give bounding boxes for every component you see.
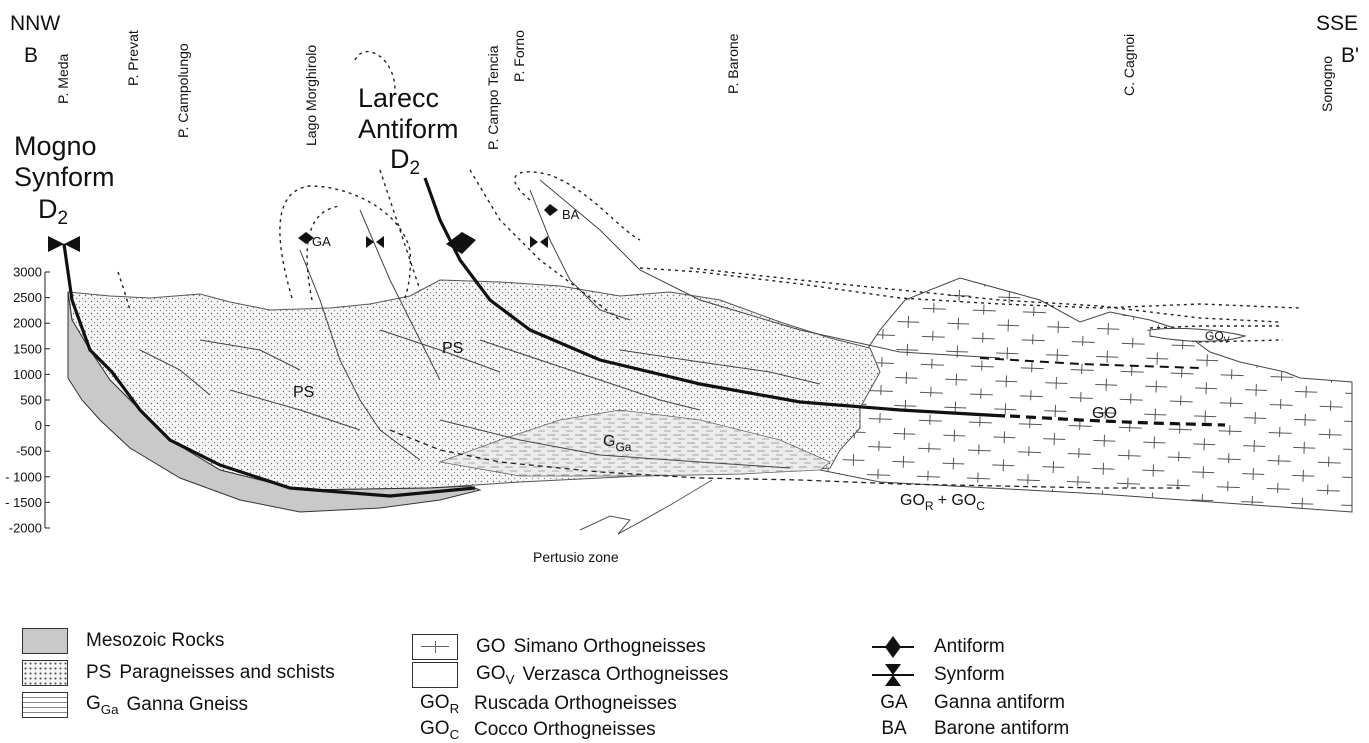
- ga-label: GA: [312, 234, 331, 249]
- mogno-synform-trace: [62, 243, 476, 498]
- synform-symbol-small-1: [366, 236, 384, 248]
- elevation-tick-label: - 1000: [5, 469, 42, 484]
- locality-label: P. Prevat: [125, 30, 141, 86]
- gga-legend-label: Ganna Gneiss: [126, 694, 248, 715]
- verzasca-lens: [1149, 327, 1247, 342]
- gov-swatch: [412, 662, 458, 688]
- elevation-tick-label: 2500: [13, 290, 42, 305]
- elevation-tick-label: 1500: [13, 341, 42, 356]
- ps-legend-code: PS: [86, 662, 112, 683]
- go-label: GO: [1092, 405, 1117, 422]
- ps-swatch: [22, 660, 68, 686]
- ps-label-left: PS: [293, 384, 314, 401]
- gga-legend-code: GGa: [86, 693, 119, 717]
- legend-gga: GGa Ganna Gneiss: [22, 692, 248, 718]
- ga-legend-label: Ganna antiform: [934, 692, 1065, 713]
- elevation-tick-label: 1000: [13, 367, 42, 382]
- gga-swatch: [22, 692, 68, 718]
- mesozoic-legend-label: Mesozoic Rocks: [86, 630, 225, 651]
- legend-synform: Synform: [870, 662, 1005, 688]
- locality-label: P. Campo Tencia: [485, 45, 501, 150]
- ps-label-center: PS: [442, 340, 463, 357]
- synform-symbol-icon: [870, 662, 916, 688]
- right-direction-label: SSE: [1316, 12, 1358, 35]
- mogno-d2-label: D2: [38, 194, 68, 229]
- legend-mesozoic: Mesozoic Rocks: [22, 628, 224, 654]
- larecc-title-line1: Larecc: [358, 83, 439, 113]
- elevation-tick-label: 500: [20, 393, 42, 408]
- locality-label: Lago Morghirolo: [303, 45, 319, 146]
- internal-contacts: [139, 179, 1001, 469]
- synform-legend-label: Synform: [934, 664, 1005, 685]
- goc-legend-code: GOC: [420, 718, 460, 742]
- pertusio-zone-label: Pertusio zone: [533, 549, 619, 565]
- left-section-point: B: [24, 44, 38, 67]
- locality-label: P. Meda: [55, 53, 71, 104]
- legend-goc: GOC Cocco Orthogneisses: [420, 718, 656, 742]
- pertusio-leader-line: [579, 479, 713, 535]
- mogno-title-line1: Mogno: [14, 131, 97, 161]
- ganna-gneiss-region: [438, 409, 831, 477]
- gor-legend-label: Ruscada Orthogneisses: [474, 692, 677, 714]
- mesozoic-rocks-region: [67, 291, 482, 513]
- larecc-antiform-trace: [423, 177, 1006, 418]
- gov-label: GOV: [1205, 329, 1230, 345]
- legend-ba: BA Barone antiform: [870, 718, 1069, 740]
- ps-legend-label: Paragneisses and schists: [119, 662, 335, 683]
- barone-antiform-symbol: [544, 204, 558, 216]
- right-section-point: B': [1341, 44, 1359, 67]
- gov-legend-code: GOV: [476, 663, 515, 687]
- locality-label: P. Campolungo: [175, 43, 191, 138]
- larecc-antiform-symbol: [446, 232, 476, 254]
- synform-symbol-small-2: [530, 236, 548, 248]
- elevation-tick-label: - 1500: [5, 495, 42, 510]
- elevation-tick-label: -500: [16, 444, 42, 459]
- legend-gov: GOV Verzasca Orthogneisses: [412, 662, 728, 688]
- ba-legend-label: Barone antiform: [934, 718, 1070, 739]
- mesozoic-swatch: [22, 628, 68, 654]
- elevation-tick-label: 0: [35, 418, 42, 433]
- gov-legend-label: Verzasca Orthogneisses: [522, 664, 729, 685]
- legend-ga: GA Ganna antiform: [870, 692, 1065, 714]
- elevation-tick-label: 3000: [13, 265, 42, 280]
- antiform-symbol-icon: [870, 634, 916, 660]
- ba-label: BA: [562, 207, 580, 222]
- gor-legend-code: GOR: [420, 692, 460, 716]
- elevation-tick-label: 2000: [13, 316, 42, 331]
- legend-gor: GOR Ruscada Orthogneisses: [420, 692, 677, 716]
- go-swatch: [412, 634, 458, 660]
- locality-label: P. Forno: [511, 30, 527, 82]
- larecc-antiform-projected: [1009, 414, 1226, 427]
- ba-legend-abbr: BA: [881, 718, 907, 739]
- go-legend-label: Simano Orthogneisses: [513, 636, 706, 657]
- locality-label: P. Barone: [725, 33, 741, 94]
- antiform-legend-label: Antiform: [934, 636, 1005, 657]
- left-direction-label: NNW: [10, 12, 60, 35]
- goc-legend-label: Cocco Orthogneisses: [474, 718, 656, 740]
- go-legend-code: GO: [476, 636, 506, 657]
- mogno-title-line2: Synform: [14, 162, 115, 192]
- ganna-antiform-symbol: [298, 232, 314, 244]
- larecc-title-line2: Antiform: [358, 114, 459, 144]
- gga-label: GGa: [603, 433, 632, 454]
- ganna-base-line: [389, 429, 1180, 489]
- larecc-d2-label: D2: [390, 144, 420, 179]
- elevation-tick-label: -2000: [9, 521, 42, 536]
- legend-go: GO Simano Orthogneisses: [412, 634, 706, 660]
- mogno-synform-symbol: [48, 236, 80, 252]
- gor-goc-label: GOR+ GOC: [900, 492, 985, 513]
- locality-label: Sonogno: [1319, 56, 1335, 112]
- barone-projected-trace: [979, 357, 1201, 369]
- simano-orthogneiss-region: [819, 277, 1353, 513]
- ga-legend-abbr: GA: [880, 692, 908, 713]
- legend-ps: PS Paragneisses and schists: [22, 660, 335, 686]
- legend-antiform: Antiform: [870, 634, 1005, 660]
- air-projected-folds: [117, 50, 1301, 343]
- locality-label: C. Cagnoi: [1121, 34, 1137, 96]
